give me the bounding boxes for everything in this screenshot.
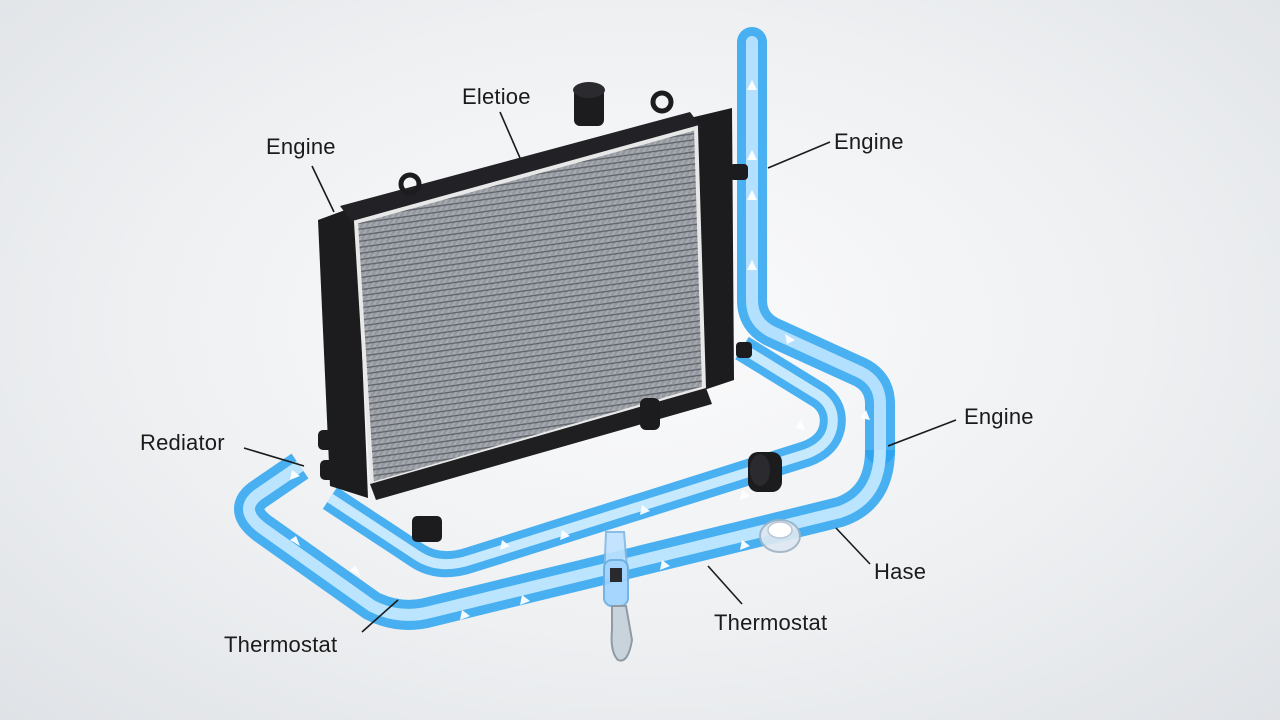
label-engine-top-right: Engine — [834, 129, 904, 154]
radiator — [318, 82, 752, 542]
flow-arrows — [290, 80, 870, 620]
label-engine-mid-right: Engine — [964, 404, 1034, 429]
coolant-loop-outer — [234, 449, 895, 630]
label-thermostat-bottom-center: Thermostat — [714, 610, 828, 635]
coolant-pipe-vertical — [737, 27, 895, 465]
leader-lines — [243, 111, 957, 633]
label-hase: Hase — [874, 559, 927, 584]
hose-cap — [759, 519, 801, 553]
label-thermostat-bottom-left: Thermostat — [224, 632, 338, 657]
thermostat-valve — [602, 531, 634, 662]
label-engine-top-left: Engine — [266, 134, 336, 159]
coolant-loop-inner — [322, 336, 846, 578]
label-eletioe: Eletioe — [462, 84, 531, 109]
label-rediator: Rediator — [140, 430, 225, 455]
hose-fitting — [748, 452, 782, 492]
